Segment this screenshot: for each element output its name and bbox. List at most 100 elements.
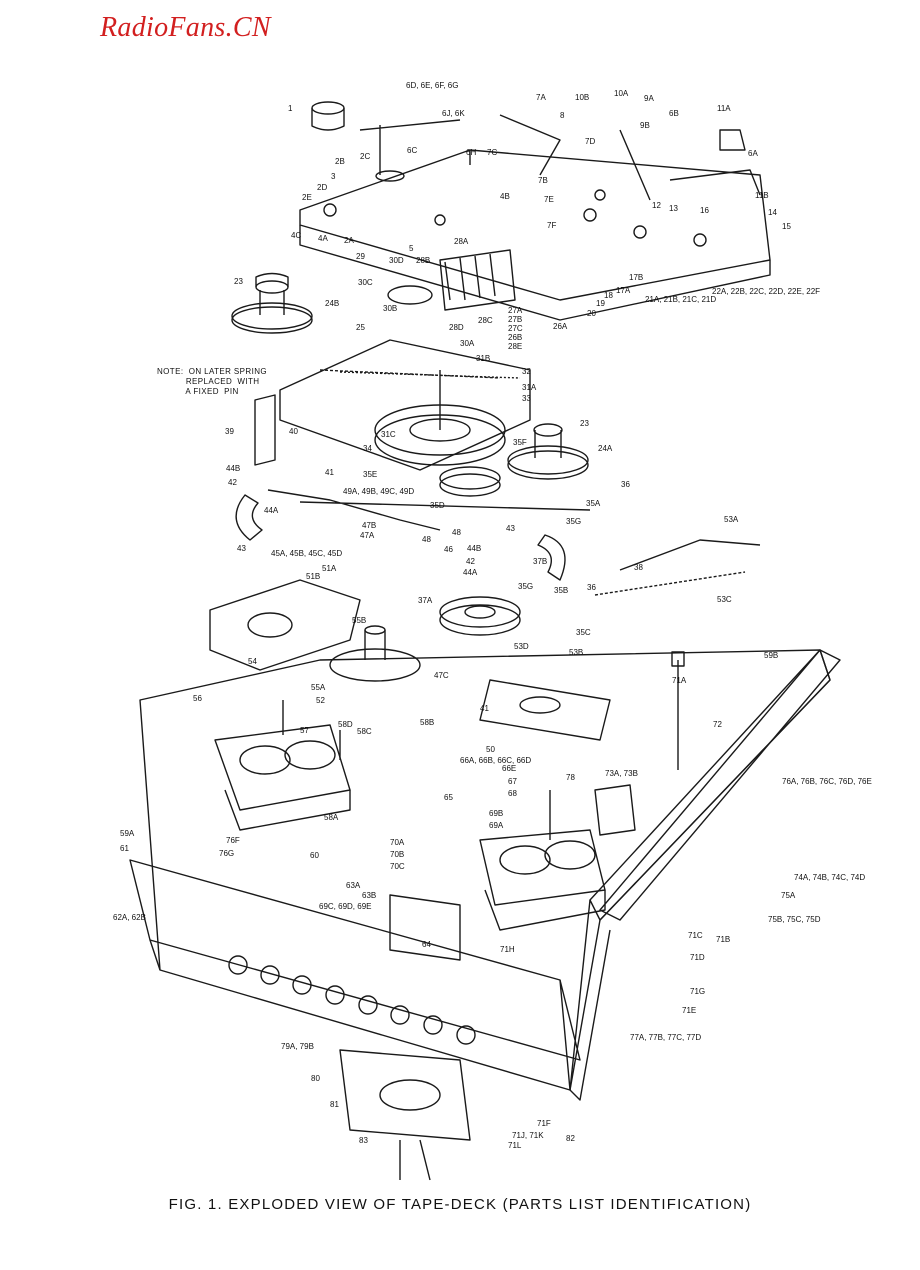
- part-label: 5: [409, 244, 414, 253]
- note-text: NOTE: ON LATER SPRING REPLACED WITH A FI…: [157, 367, 267, 396]
- part-label: 14: [768, 208, 777, 217]
- part-label: 71L: [508, 1141, 522, 1150]
- part-label: 46: [444, 545, 453, 554]
- part-label: 9A: [644, 94, 654, 103]
- part-label: 54: [248, 657, 257, 666]
- part-label: 63A: [346, 881, 361, 890]
- part-label: 24B: [325, 299, 339, 308]
- part-label: 21A, 21B, 21C, 21D: [645, 295, 716, 304]
- part-label: 4C: [291, 231, 301, 240]
- part-label: 52: [316, 696, 325, 705]
- part-label: 15: [782, 222, 791, 231]
- part-label: 35G: [566, 517, 581, 526]
- part-label: 71J, 71K: [512, 1131, 544, 1140]
- part-label: 47A: [360, 531, 375, 540]
- part-label: 35D: [430, 501, 445, 510]
- part-label: 44A: [463, 568, 478, 577]
- part-label: 42: [228, 478, 237, 487]
- figure-caption: FIG. 1. EXPLODED VIEW OF TAPE-DECK (PART…: [168, 1196, 752, 1213]
- part-label: 41: [325, 468, 334, 477]
- part-label: 6A: [748, 149, 758, 158]
- part-label: 55B: [352, 616, 366, 625]
- part-label: 26A: [553, 322, 568, 331]
- part-label: 19: [596, 299, 605, 308]
- part-label: 16: [700, 206, 709, 215]
- part-label: 71H: [500, 945, 515, 954]
- part-label: 47B: [362, 521, 376, 530]
- part-label: 29: [356, 252, 365, 261]
- part-label: 28E: [508, 342, 522, 351]
- mid-chassis-plate: [279, 339, 531, 471]
- part-label: 70C: [390, 862, 405, 871]
- part-label: 35A: [586, 499, 601, 508]
- part-label: 35B: [554, 586, 568, 595]
- part-label: 80: [311, 1074, 320, 1083]
- part-label: 17A: [616, 286, 631, 295]
- part-label: 2A: [344, 236, 354, 245]
- part-label: 32: [522, 367, 531, 376]
- part-label: 9B: [640, 121, 650, 130]
- part-label: 70A: [390, 838, 405, 847]
- part-label: 71A: [672, 676, 687, 685]
- part-label: 53A: [724, 515, 739, 524]
- part-label: 75B, 75C, 75D: [768, 915, 821, 924]
- part-label: 35E: [363, 470, 377, 479]
- part-label: 48: [422, 535, 431, 544]
- part-label: 55A: [311, 683, 326, 692]
- part-label: 20: [587, 309, 596, 318]
- part-label: 17B: [629, 273, 643, 282]
- part-label: 35F: [513, 438, 527, 447]
- part-label: 76F: [226, 836, 240, 845]
- part-label: 71G: [690, 987, 705, 996]
- part-label: 10B: [575, 93, 589, 102]
- part-label: 28C: [478, 316, 493, 325]
- part-label: 25: [356, 323, 365, 332]
- part-label: 3: [331, 172, 336, 181]
- part-label: 6H: [466, 148, 476, 157]
- part-label: 75A: [781, 891, 796, 900]
- part-label: 44B: [467, 544, 481, 553]
- part-label: 72: [713, 720, 722, 729]
- part-label: 44A: [264, 506, 279, 515]
- part-label: 71C: [688, 931, 703, 940]
- part-label: 36: [587, 583, 596, 592]
- part-label: 79A, 79B: [281, 1042, 314, 1051]
- part-label: 35C: [576, 628, 591, 637]
- part-label: 30A: [460, 339, 475, 348]
- part-label: 22A, 22B, 22C, 22D, 22E, 22F: [712, 287, 820, 296]
- part-label: 27A: [508, 306, 523, 315]
- part-label: 53B: [569, 648, 583, 657]
- part-label: 76A, 76B, 76C, 76D, 76E: [782, 777, 872, 786]
- part-label: 58C: [357, 727, 372, 736]
- part-label: 39: [225, 427, 234, 436]
- part-label: 30D: [389, 256, 404, 265]
- part-label: 58A: [324, 813, 339, 822]
- part-label: 64: [422, 940, 431, 949]
- part-label: 69C, 69D, 69E: [319, 902, 371, 911]
- part-label: 31B: [476, 354, 490, 363]
- part-label: 38: [634, 563, 643, 572]
- part-label: 49A, 49B, 49C, 49D: [343, 487, 414, 496]
- part-label: 61: [120, 844, 129, 853]
- part-label: 53C: [717, 595, 732, 604]
- part-label: 7C: [487, 148, 497, 157]
- part-label: 43: [506, 524, 515, 533]
- part-label: 83: [359, 1136, 368, 1145]
- part-label: 37B: [533, 557, 547, 566]
- part-label: 73A, 73B: [605, 769, 638, 778]
- part-label: 28A: [454, 237, 469, 246]
- part-label: 35G: [518, 582, 533, 591]
- part-label: 45A, 45B, 45C, 45D: [271, 549, 342, 558]
- part-label: 4A: [318, 234, 328, 243]
- part-label: 31A: [522, 383, 537, 392]
- part-label: 68: [508, 789, 517, 798]
- part-label: 71D: [690, 953, 705, 962]
- part-label: 48: [452, 528, 461, 537]
- part-label: 31C: [381, 430, 396, 439]
- part-label: 42: [466, 557, 475, 566]
- part-label: 58B: [420, 718, 434, 727]
- part-label: 2C: [360, 152, 370, 161]
- chassis-front-rail: [129, 859, 581, 1061]
- part-label: 58D: [338, 720, 353, 729]
